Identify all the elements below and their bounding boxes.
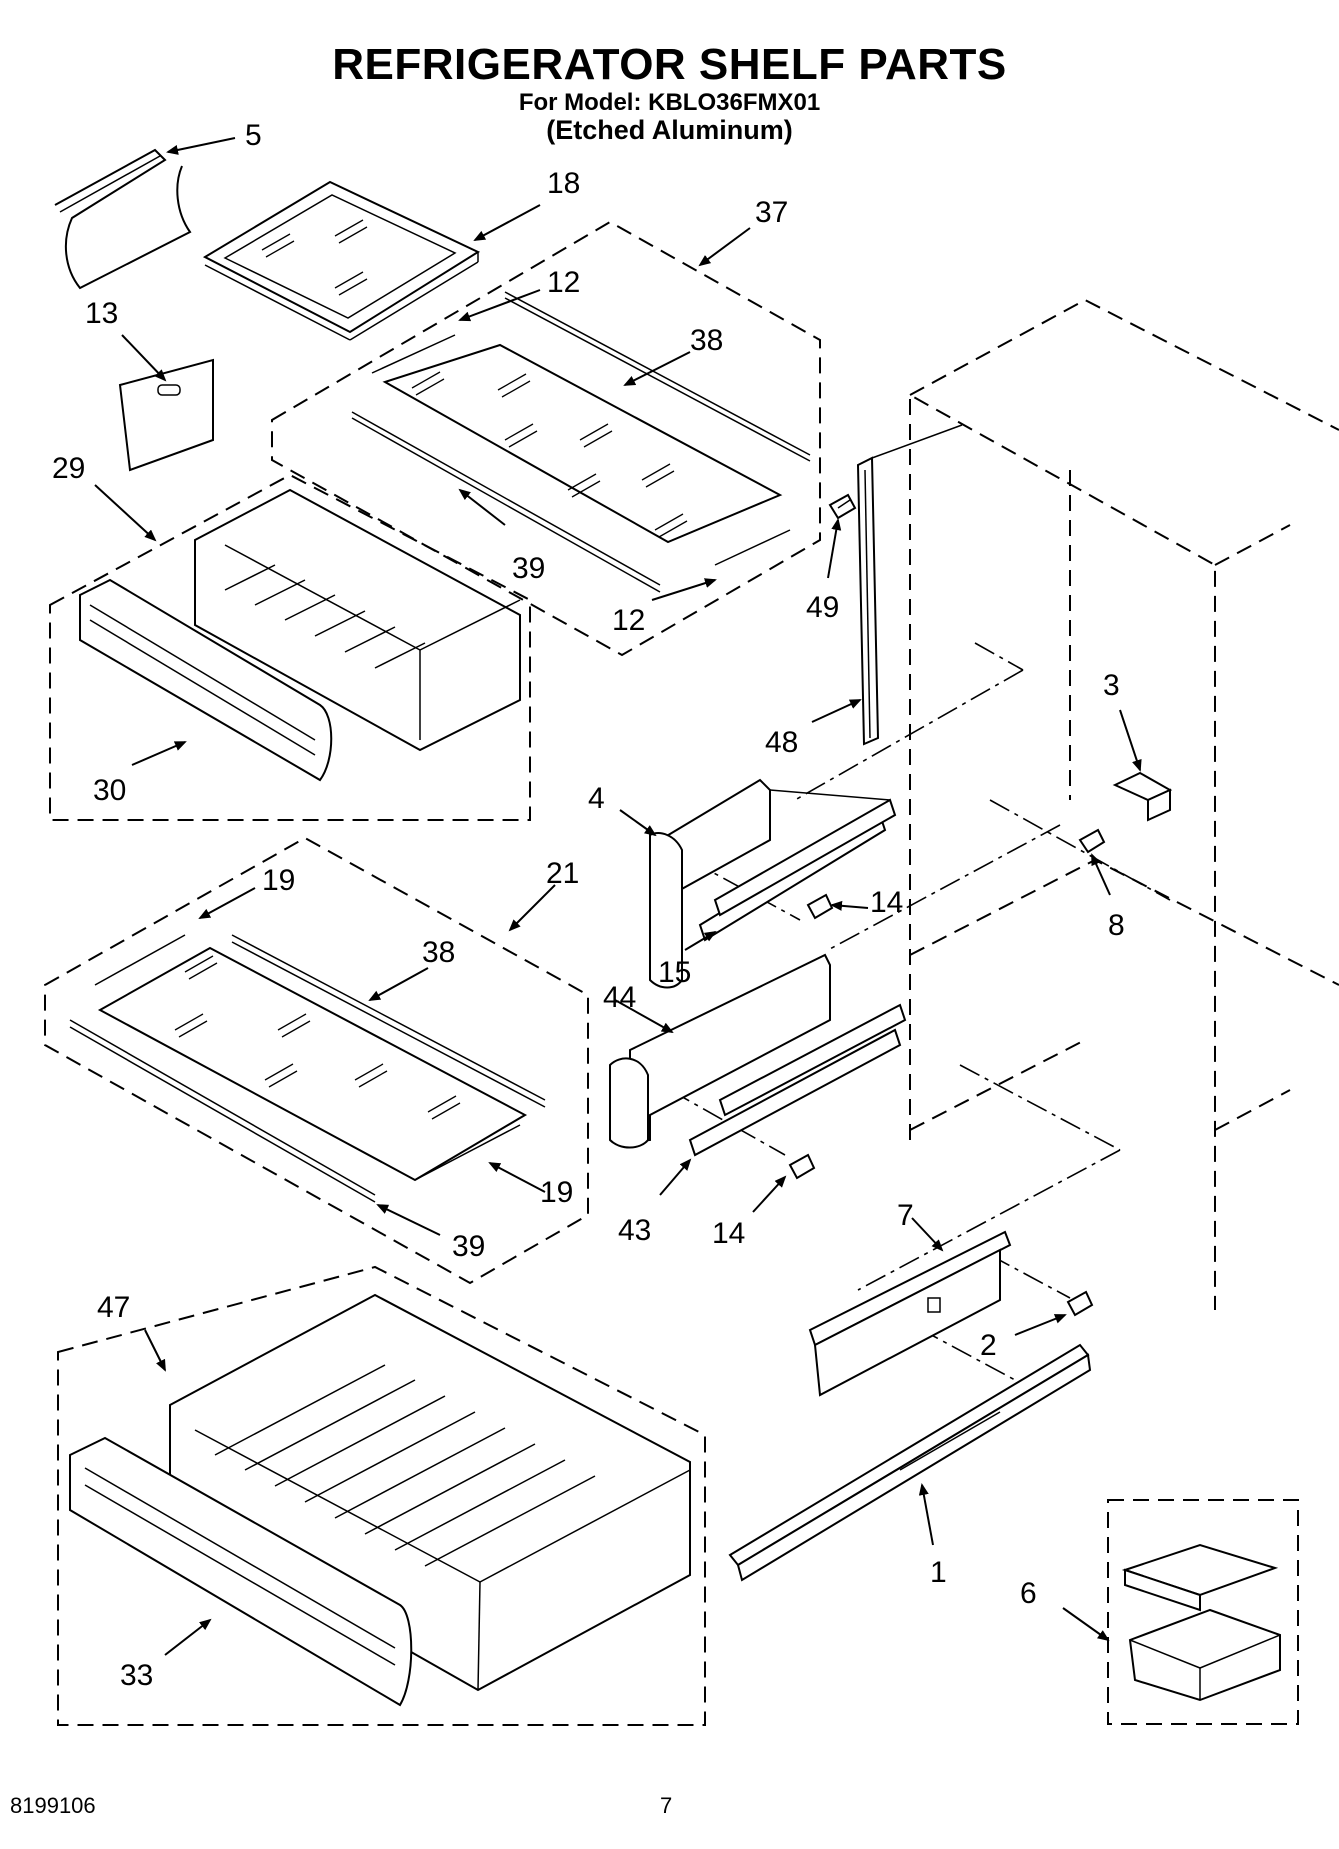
- callout-14-lower: 14: [712, 1217, 745, 1250]
- callout-7: 7: [897, 1199, 914, 1232]
- alignment-lines: [669, 642, 1171, 1381]
- part-14-screw-upper: [806, 893, 834, 920]
- callout-44: 44: [603, 981, 636, 1014]
- part-49-screw: [828, 493, 857, 520]
- leader-arrows: [94, 137, 1142, 1656]
- callout-labels: 5 18 37 12 13 38 29 39 49 12 48 3 30 4 1…: [52, 119, 1125, 1692]
- callout-39-upper: 39: [512, 552, 545, 585]
- part-47-drawer: [69, 1293, 691, 1707]
- model-line: For Model: KBLO36FMX01: [518, 89, 821, 116]
- part-2-screw: [1066, 1290, 1094, 1317]
- callout-4: 4: [588, 782, 605, 815]
- callout-19-upper: 19: [262, 864, 295, 897]
- part-18-shelf: [202, 180, 481, 341]
- callout-47: 47: [97, 1291, 130, 1324]
- callout-38-lower: 38: [422, 936, 455, 969]
- callout-19-lower: 19: [540, 1176, 573, 1209]
- butter-bin-assembly-6-outline: [1107, 1499, 1299, 1725]
- callout-12-lower: 12: [612, 604, 645, 637]
- callout-14-upper: 14: [870, 886, 903, 919]
- shelf-assembly-37-outline: [271, 220, 821, 657]
- callout-29: 29: [52, 452, 85, 485]
- page-number: 7: [660, 1793, 673, 1818]
- part-44-rail-assembly: [609, 953, 907, 1157]
- part-6-butter-bin: [1121, 1543, 1281, 1702]
- callout-8: 8: [1108, 909, 1125, 942]
- callout-3: 3: [1103, 669, 1120, 702]
- crisper-assembly-29-outline: [49, 473, 531, 821]
- callout-15: 15: [658, 956, 691, 989]
- callout-13: 13: [85, 297, 118, 330]
- callout-30: 30: [93, 774, 126, 807]
- callout-12-upper: 12: [547, 266, 580, 299]
- callout-48: 48: [765, 726, 798, 759]
- callout-33: 33: [120, 1659, 153, 1692]
- part-1-slide-rail: [728, 1343, 1092, 1582]
- cabinet-outline: [909, 298, 1339, 1310]
- page-title: REFRIGERATOR SHELF PARTS: [332, 40, 1007, 89]
- part-13-divider: [118, 358, 214, 472]
- part-3-bracket: [1112, 771, 1173, 822]
- callout-38-upper: 38: [690, 324, 723, 357]
- part-7-bracket: [808, 1230, 1012, 1397]
- part-8-screw: [1078, 828, 1106, 854]
- part-21-glass-shelf: [69, 934, 546, 1203]
- part-4-rail-assembly: [649, 778, 897, 989]
- callout-37: 37: [755, 196, 788, 229]
- callout-39-lower: 39: [452, 1230, 485, 1263]
- part-5-cover: [54, 148, 192, 290]
- part-14-screw-lower: [788, 1153, 816, 1180]
- callout-1: 1: [930, 1556, 947, 1589]
- callout-2: 2: [980, 1329, 997, 1362]
- part-38-39-glass-shelf: [351, 291, 811, 593]
- callout-18: 18: [547, 167, 580, 200]
- callout-6: 6: [1020, 1577, 1037, 1610]
- document-number: 8199106: [10, 1793, 96, 1818]
- callout-5: 5: [245, 119, 262, 152]
- part-30-crisper: [79, 488, 521, 782]
- callout-43: 43: [618, 1214, 651, 1247]
- finish-subtitle: (Etched Aluminum): [546, 115, 793, 145]
- callout-21: 21: [546, 857, 579, 890]
- callout-49: 49: [806, 591, 839, 624]
- shelf-assembly-21-outline: [44, 836, 589, 1285]
- part-48-channel: [856, 424, 963, 746]
